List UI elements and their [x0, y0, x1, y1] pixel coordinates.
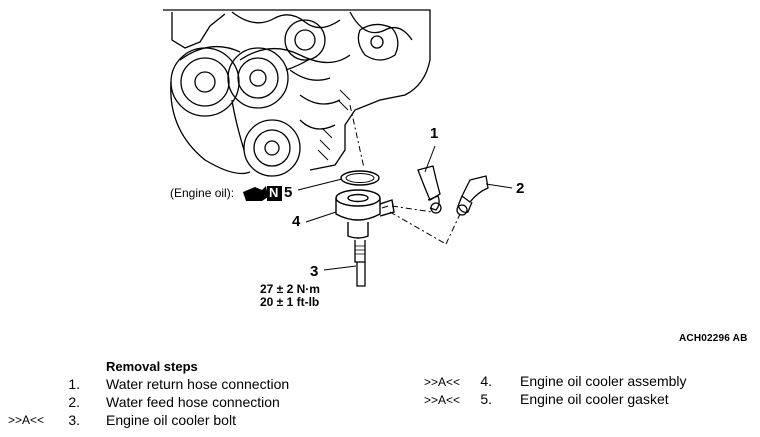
- step-4-text: Engine oil cooler assembly: [520, 373, 687, 389]
- step-5-marker: >>A<<: [424, 393, 461, 407]
- engine-block-drawing: [163, 9, 431, 177]
- torque-metric: 27 ± 2 N·m: [260, 282, 320, 296]
- step-1-number: 1.: [68, 376, 80, 392]
- bolt-drawing: [354, 240, 366, 287]
- step-3-marker: >>A<<: [8, 413, 45, 427]
- torque-imperial: 20 ± 1 ft-lb: [260, 295, 320, 309]
- step-4-number: 4.: [480, 373, 492, 389]
- step-1-text: Water return hose connection: [106, 376, 290, 392]
- callout-3: 3: [310, 263, 319, 280]
- step-3-number: 3.: [68, 412, 80, 428]
- engine-oil-cooler-illustration: [163, 9, 513, 287]
- step-3-text: Engine oil cooler bolt: [106, 412, 236, 428]
- callout-2: 2: [516, 180, 525, 197]
- figure-id: ACH02296 AB: [679, 333, 748, 344]
- torque-spec: 27 ± 2 N·m 20 ± 1 ft-lb: [260, 283, 320, 309]
- step-5-number: 5.: [480, 391, 492, 407]
- oil-cooler-drawing: [335, 189, 395, 239]
- engine-oil-symbol: N: [269, 185, 279, 200]
- step-5-text: Engine oil cooler gasket: [520, 391, 669, 407]
- gasket-drawing: [340, 170, 380, 186]
- engine-oil-label: (Engine oil):: [170, 186, 235, 200]
- oil-can-icon: [243, 186, 282, 201]
- callout-5: 5: [284, 184, 293, 201]
- water-feed-hose-drawing: [456, 175, 489, 216]
- removal-steps-title: Removal steps: [106, 359, 198, 374]
- step-2-number: 2.: [68, 394, 80, 410]
- water-return-hose-drawing: [417, 165, 442, 214]
- callout-4: 4: [292, 213, 301, 230]
- callout-1: 1: [430, 125, 439, 142]
- step-4-marker: >>A<<: [424, 375, 461, 389]
- step-2-text: Water feed hose connection: [106, 394, 280, 410]
